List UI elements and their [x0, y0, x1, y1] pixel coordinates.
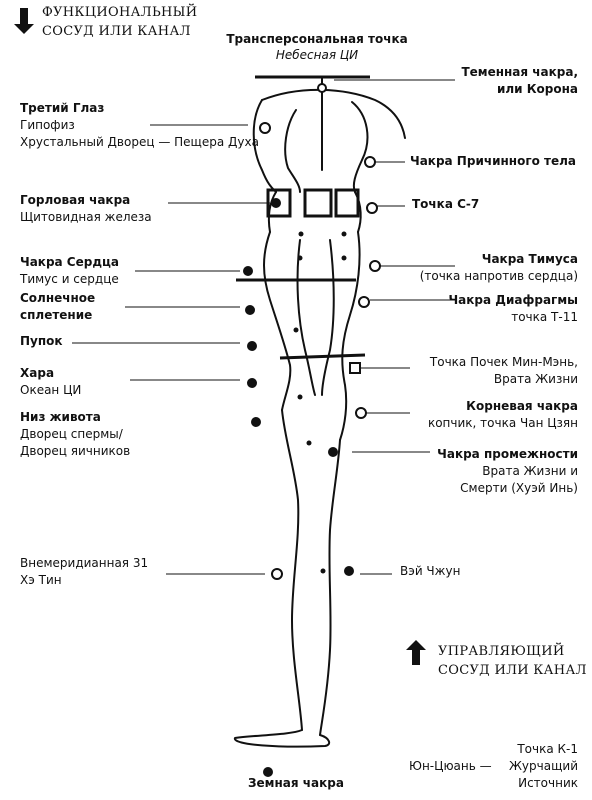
torso-front [263, 231, 292, 411]
label-lower-abdomen: Низ живота Дворец спермы/ Дворец яичнико… [20, 410, 131, 458]
label-k1: Точка К-1 Журчащий Источник [509, 742, 578, 790]
neck-front [267, 191, 277, 233]
arm-back [321, 239, 335, 396]
leg-front [281, 409, 303, 731]
ear-outline [284, 109, 301, 193]
label-solar: Солнечное сплетение [20, 291, 96, 322]
label-causal: Чакра Причинного тела [410, 154, 576, 168]
leg-back [319, 439, 341, 736]
label-navel: Пупок [20, 334, 63, 348]
navel-point-icon [247, 341, 257, 351]
throat-point-icon [271, 198, 281, 208]
label-diaphragm: Чакра Диафрагмы точка Т-11 [448, 293, 578, 324]
third-eye-point-icon [259, 122, 271, 134]
label-kidney: Точка Почек Мин-Мэнь, Врата Жизни [429, 355, 578, 386]
label-earth-chakra: Земная чакра [248, 776, 344, 790]
band-navel [279, 353, 366, 360]
diaphragm-point-icon [358, 296, 370, 308]
label-hara: Хара Океан ЦИ [20, 366, 82, 397]
foot-outline [234, 729, 331, 748]
weizhong-point-icon [344, 566, 354, 576]
head-top-outline [261, 88, 406, 139]
dark-points [243, 198, 354, 777]
arrow-up-icon [406, 640, 426, 665]
c7-point-icon [366, 202, 378, 214]
head-front-outline [252, 99, 277, 193]
label-weizhong: Вэй Чжун [400, 564, 461, 578]
arm-front [296, 239, 316, 396]
open-points [259, 83, 381, 580]
heart-point-icon [243, 266, 253, 276]
label-throat: Горловая чакра Щитовидная железа [20, 193, 152, 224]
earth-point-icon [263, 767, 273, 777]
thymus-point-icon [369, 260, 381, 272]
channel-dots [293, 231, 347, 574]
label-heart: Чакра Сердца Тимус и сердце [20, 255, 120, 286]
causal-point-icon [364, 156, 376, 168]
arrow-down-icon [14, 8, 34, 34]
label-yongquan: Юн-Цюань — [409, 759, 492, 773]
transpersonal-point-title: Трансперсональная точка [226, 32, 408, 46]
label-perineum: Чакра промежности Врата Жизни и Смерти (… [437, 447, 578, 495]
label-root: Корневая чакра копчик, точка Чан Цзян [427, 399, 578, 430]
crown-point-icon [317, 83, 327, 93]
label-c7: Точка С-7 [412, 197, 480, 211]
label-thymus: Чакра Тимуса (точка напротив сердца) [419, 252, 578, 283]
solar-point-icon [245, 305, 255, 315]
lower-abdomen-point-icon [251, 417, 261, 427]
root-point-icon [355, 407, 367, 419]
label-third-eye: Третий Глаз Гипофиз Хрустальный Дворец —… [20, 101, 259, 149]
pointer-lines [72, 79, 455, 575]
hara-point-icon [247, 378, 257, 388]
transpersonal-point-subtitle: Небесная ЦИ [275, 48, 359, 62]
label-crown: Теменная чакра, или Корона [461, 65, 578, 96]
perineum-point-icon [328, 447, 338, 457]
throat-box-3 [334, 188, 360, 218]
kidney-point-icon [349, 362, 361, 374]
torso-back [339, 231, 361, 441]
extra31-point-icon [271, 568, 283, 580]
throat-box-2 [303, 188, 333, 218]
head-back-outline [351, 101, 369, 193]
label-extra31: Внемеридианная 31 Хэ Тин [20, 556, 149, 587]
